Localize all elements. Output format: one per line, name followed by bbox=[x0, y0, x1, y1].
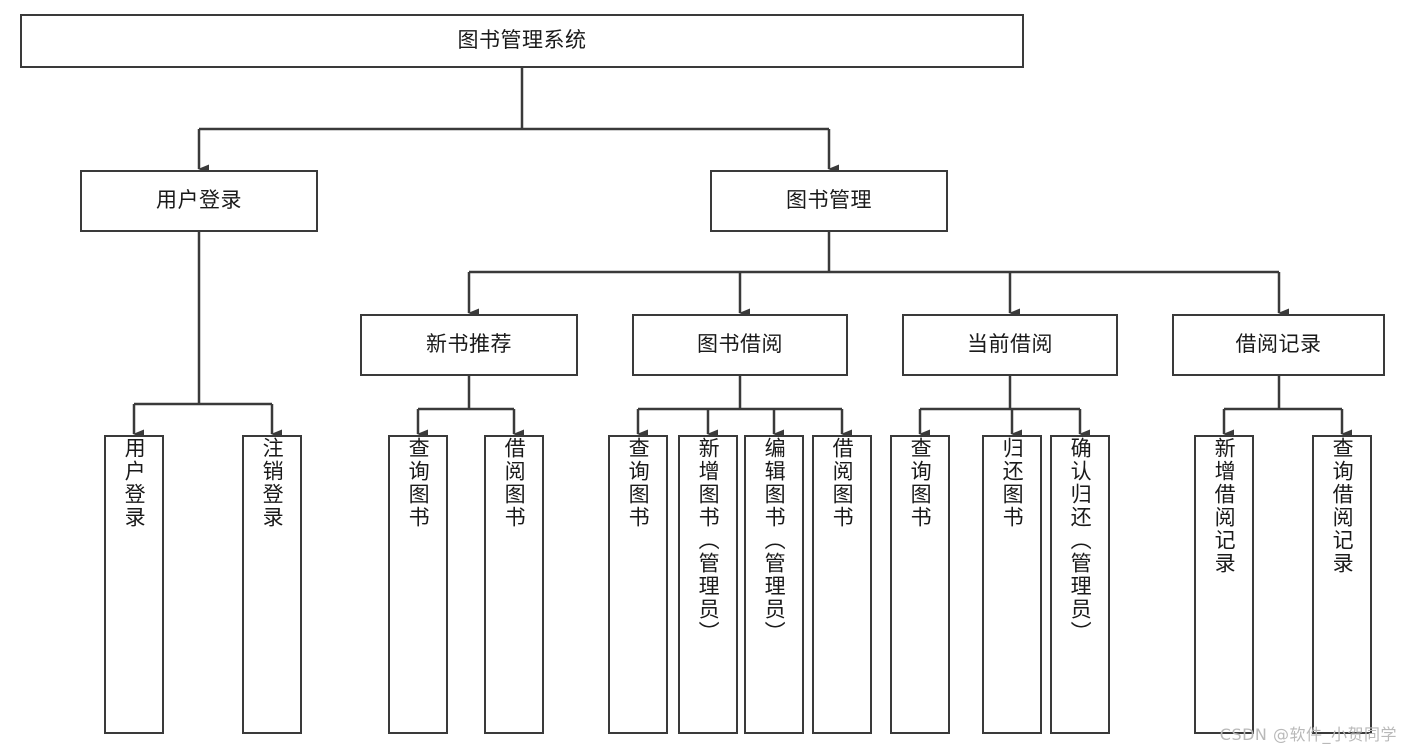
node-l_query3[interactable]: 查询图书 bbox=[890, 435, 950, 734]
node-l_query2[interactable]: 查询图书 bbox=[608, 435, 668, 734]
node-label: 用户登录 bbox=[122, 437, 147, 529]
node-borrow[interactable]: 图书借阅 bbox=[632, 314, 848, 376]
node-label: 归还图书 bbox=[1000, 437, 1025, 529]
node-l_return[interactable]: 归还图书 bbox=[982, 435, 1042, 734]
node-l_query1[interactable]: 查询图书 bbox=[388, 435, 448, 734]
node-l_confirm[interactable]: 确认归还（管理员） bbox=[1050, 435, 1110, 734]
node-label: 新增图书（管理员） bbox=[696, 437, 721, 644]
node-label: 图书管理系统 bbox=[457, 28, 587, 53]
node-l_queryrec[interactable]: 查询借阅记录 bbox=[1312, 435, 1372, 734]
node-l_logout[interactable]: 注销登录 bbox=[242, 435, 302, 734]
node-label: 借阅记录 bbox=[1235, 332, 1322, 357]
node-label: 借阅图书 bbox=[830, 437, 855, 529]
node-label: 当前借阅 bbox=[967, 332, 1053, 357]
node-label: 图书借阅 bbox=[697, 332, 783, 357]
node-l_login[interactable]: 用户登录 bbox=[104, 435, 164, 734]
node-label: 新书推荐 bbox=[426, 332, 512, 357]
node-l_addrec[interactable]: 新增借阅记录 bbox=[1194, 435, 1254, 734]
node-l_edit[interactable]: 编辑图书（管理员） bbox=[744, 435, 804, 734]
node-current[interactable]: 当前借阅 bbox=[902, 314, 1118, 376]
node-label: 新增借阅记录 bbox=[1212, 437, 1237, 575]
node-l_add[interactable]: 新增图书（管理员） bbox=[678, 435, 738, 734]
node-records[interactable]: 借阅记录 bbox=[1172, 314, 1385, 376]
node-label: 确认归还（管理员） bbox=[1068, 437, 1093, 644]
node-label: 查询借阅记录 bbox=[1330, 437, 1355, 575]
node-label: 用户登录 bbox=[156, 188, 242, 213]
node-label: 图书管理 bbox=[786, 188, 872, 213]
node-l_borrow2[interactable]: 借阅图书 bbox=[812, 435, 872, 734]
node-login[interactable]: 用户登录 bbox=[80, 170, 318, 232]
node-newbook[interactable]: 新书推荐 bbox=[360, 314, 578, 376]
node-bookmgmt[interactable]: 图书管理 bbox=[710, 170, 948, 232]
node-label: 注销登录 bbox=[260, 437, 285, 529]
node-label: 查询图书 bbox=[626, 437, 651, 529]
node-label: 编辑图书（管理员） bbox=[762, 437, 787, 644]
node-label: 查询图书 bbox=[908, 437, 933, 529]
node-label: 查询图书 bbox=[406, 437, 431, 529]
node-root[interactable]: 图书管理系统 bbox=[20, 14, 1024, 68]
edge-paths bbox=[132, 68, 1352, 439]
node-label: 借阅图书 bbox=[502, 437, 527, 529]
node-l_borrow1[interactable]: 借阅图书 bbox=[484, 435, 544, 734]
